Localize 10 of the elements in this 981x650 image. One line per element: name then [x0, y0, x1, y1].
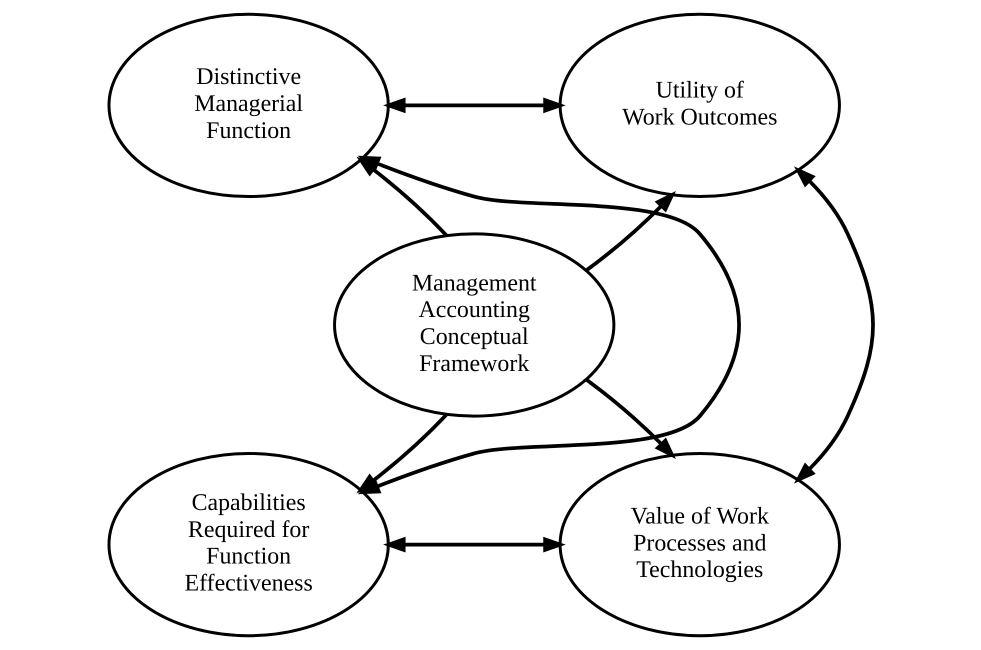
node-ellipse: Value of Work Processes and Technologies — [558, 452, 840, 638]
node-ellipse: Distinctive Managerial Function — [106, 12, 390, 198]
node-ellipse: Utility of Work Outcomes — [558, 12, 840, 198]
node-ellipse: Management Accounting Conceptual Framework — [332, 232, 615, 418]
arrow — [382, 536, 566, 552]
arrow — [584, 378, 676, 460]
arrow — [382, 98, 566, 114]
arrow — [793, 166, 874, 484]
arrow — [584, 190, 676, 272]
node-ellipse: Capabilities Required for Function Effectiveness — [106, 452, 390, 638]
